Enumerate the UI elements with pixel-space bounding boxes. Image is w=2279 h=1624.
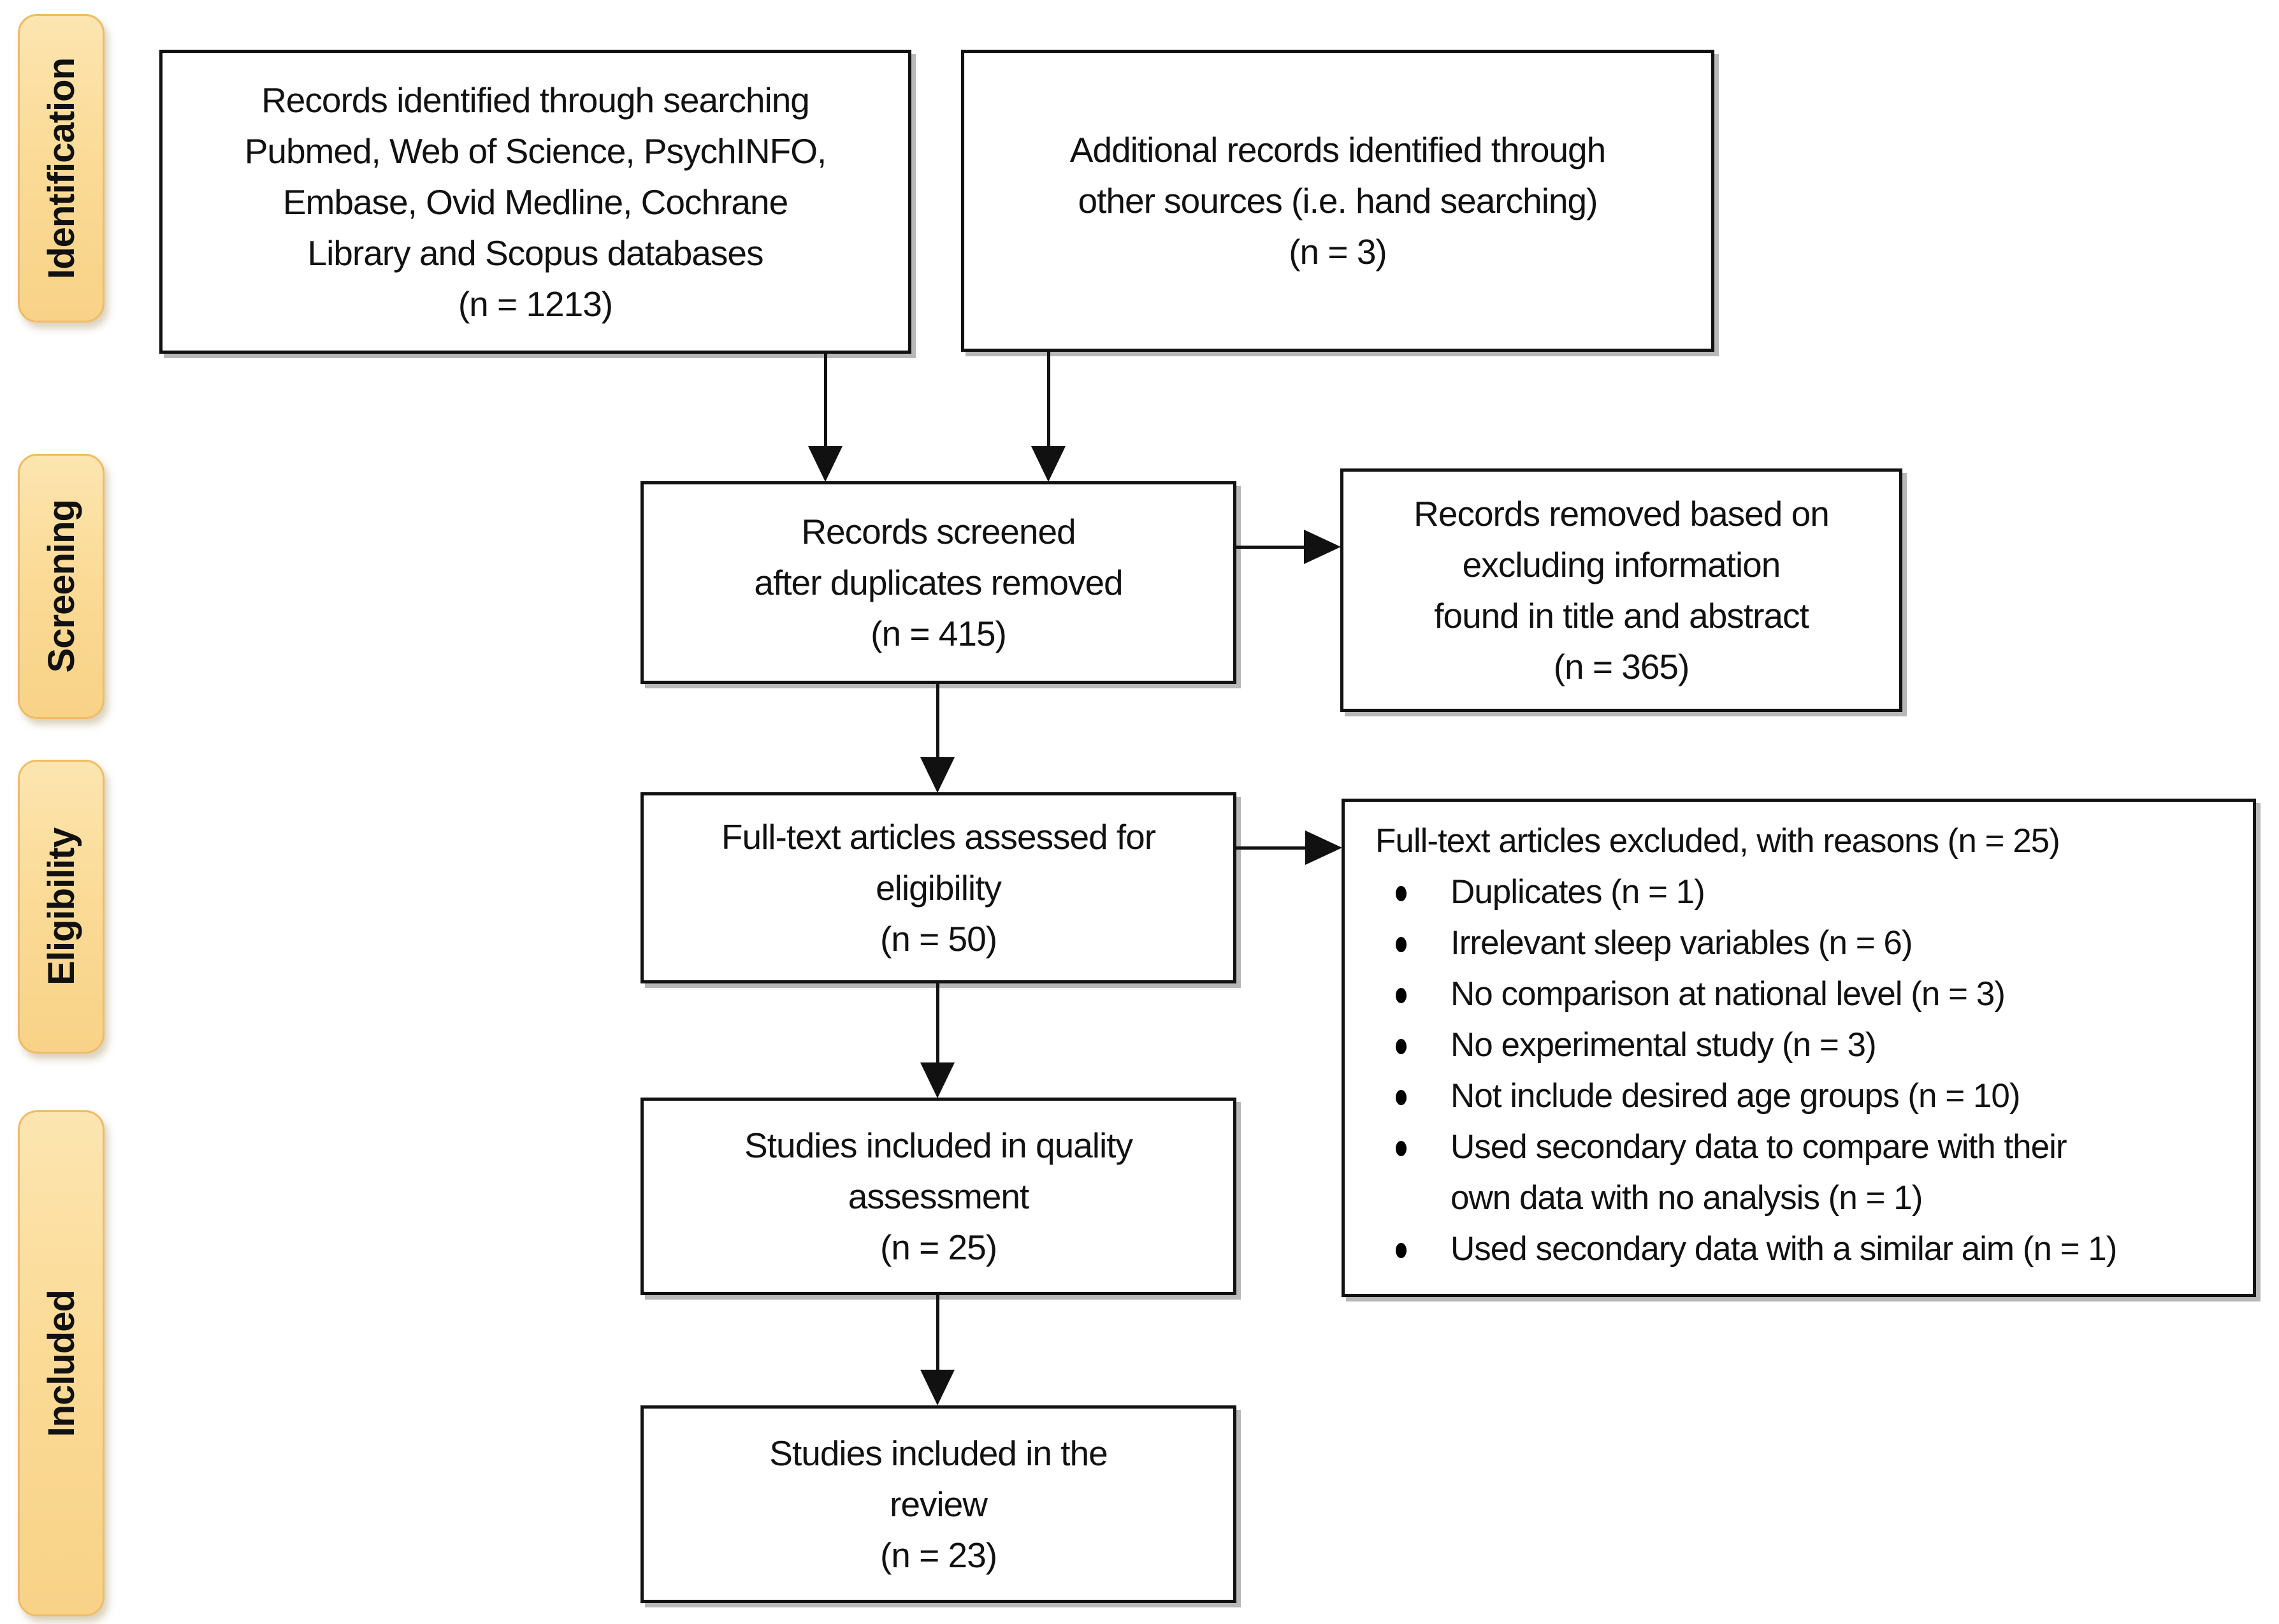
excluded-reasons-list: Duplicates (n = 1) Irrelevant sleep vari…: [1375, 867, 2241, 1275]
stage-label-text: Identification: [40, 57, 82, 279]
box-fulltext-assessed: Full-text articles assessed for eligibil…: [640, 792, 1236, 983]
box-fulltext-excluded: Full-text articles excluded, with reason…: [1342, 799, 2256, 1297]
excluded-reason-item: Used secondary data to compare with thei…: [1375, 1122, 2241, 1224]
stage-label-identification: Identification: [18, 14, 105, 323]
stage-label-included: Included: [18, 1110, 105, 1616]
box-records-screened: Records screened after duplicates remove…: [640, 481, 1236, 684]
box-records-identified: Records identified through searching Pub…: [159, 50, 911, 354]
box-quality-assessment-text: Studies included in quality assessment (…: [744, 1126, 1133, 1267]
stage-label-screening: Screening: [18, 454, 105, 719]
stage-label-text: Included: [40, 1289, 82, 1437]
arrowhead-down-icon: [920, 1370, 955, 1405]
arrowhead-down-icon: [920, 757, 955, 793]
box-quality-assessment: Studies included in quality assessment (…: [640, 1098, 1236, 1295]
arrowhead-down-icon: [808, 446, 843, 482]
arrow-stem: [936, 683, 939, 759]
excluded-reason-item: Duplicates (n = 1): [1375, 867, 2241, 918]
arrowhead-right-icon: [1305, 830, 1342, 865]
arrow-stem: [1235, 546, 1308, 549]
excluded-reason-item: Irrelevant sleep variables (n = 6): [1375, 918, 2241, 969]
box-additional-records-text: Additional records identified through ot…: [1069, 130, 1607, 272]
box-additional-records: Additional records identified through ot…: [961, 50, 1714, 352]
box-records-screened-text: Records screened after duplicates remove…: [754, 512, 1123, 653]
excluded-reason-item: Used secondary data with a similar aim (…: [1375, 1224, 2241, 1275]
box-included-review-text: Studies included in the review (n = 23): [769, 1433, 1108, 1575]
arrow-stem: [824, 354, 827, 449]
box-records-removed-text: Records removed based on excluding infor…: [1414, 494, 1830, 686]
box-records-identified-text: Records identified through searching Pub…: [244, 80, 827, 324]
excluded-reason-item: No comparison at national level (n = 3): [1375, 969, 2241, 1020]
stage-label-text: Screening: [40, 500, 82, 673]
box-records-removed: Records removed based on excluding infor…: [1340, 468, 1902, 712]
box-fulltext-assessed-text: Full-text articles assessed for eligibil…: [721, 817, 1156, 959]
arrowhead-down-icon: [920, 1062, 955, 1098]
stage-label-text: Eligibility: [40, 828, 82, 985]
arrowhead-right-icon: [1304, 530, 1341, 564]
box-included-review: Studies included in the review (n = 23): [640, 1405, 1236, 1603]
arrow-stem: [936, 983, 939, 1064]
arrowhead-down-icon: [1031, 446, 1066, 482]
excluded-reason-item: Not include desired age groups (n = 10): [1375, 1071, 2241, 1122]
arrow-stem: [936, 1295, 939, 1372]
excluded-reasons-title: Full-text articles excluded, with reason…: [1375, 822, 2060, 860]
arrow-stem: [1047, 352, 1050, 449]
excluded-reason-item: No experimental study (n = 3): [1375, 1020, 2241, 1071]
stage-label-eligibility: Eligibility: [18, 760, 105, 1054]
arrow-stem: [1235, 846, 1308, 850]
